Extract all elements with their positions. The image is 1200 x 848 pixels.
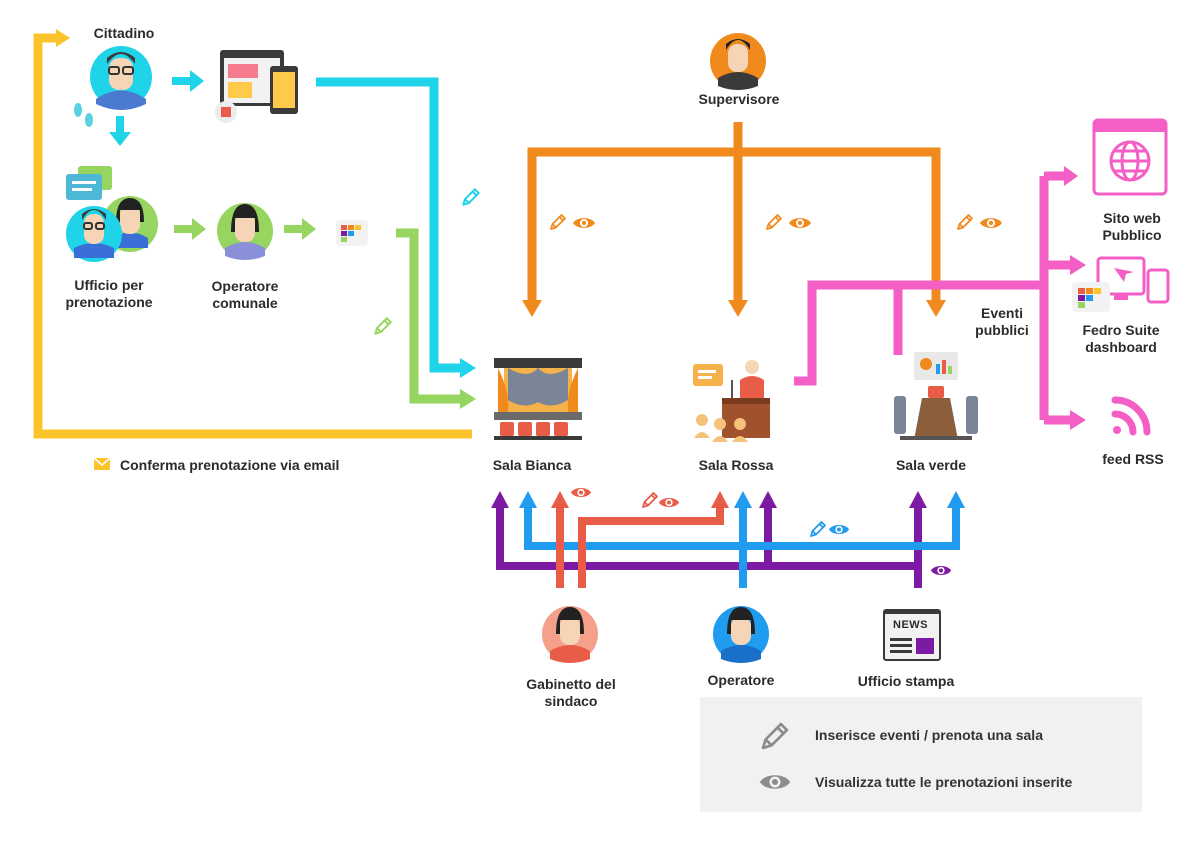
meeting-table-icon xyxy=(894,352,978,440)
sito-web-label: Sito web Pubblico xyxy=(1102,210,1161,244)
ufficio-prenotazione-line1: Ufficio per xyxy=(74,277,144,293)
ufficio-stampa-label: Ufficio stampa xyxy=(857,673,955,689)
eventi-pubblici-label: Eventi pubblici xyxy=(975,305,1029,339)
cyan-flow xyxy=(316,77,462,373)
podium-icon xyxy=(693,360,770,442)
sito-web-line1: Sito web xyxy=(1103,210,1161,226)
pink-arrowheads xyxy=(1064,166,1086,430)
legend-view-label: Visualizza tutte le prenotazioni inserit… xyxy=(815,774,1073,790)
fedro-suite-line1: Fedro Suite xyxy=(1082,322,1160,338)
green-small-arrows xyxy=(174,218,316,240)
eventi-pubblici-line2: pubblici xyxy=(975,322,1029,338)
sala-verde-label: Sala verde xyxy=(895,457,967,473)
cittadino-avatar xyxy=(90,46,152,110)
supervisore-label: Supervisore xyxy=(698,91,780,107)
gabinetto-line1: Gabinetto del xyxy=(526,676,616,692)
newspaper-icon xyxy=(883,609,941,661)
operatore-label: Operatore xyxy=(707,672,775,688)
operatore-comunale-label: Operatore comunale xyxy=(212,278,279,312)
gabinetto-line2: sindaco xyxy=(544,693,598,709)
red-arrowheads xyxy=(551,491,729,508)
green-flow xyxy=(396,228,462,404)
theater-icon xyxy=(494,358,582,440)
cittadino-label: Cittadino xyxy=(93,25,155,41)
legend-panel: Inserisce eventi / prenota una sala Visu… xyxy=(700,697,1142,812)
operatore-comunale-line1: Operatore xyxy=(211,278,279,294)
cyan-small-arrows xyxy=(109,70,204,146)
globe-web-icon xyxy=(1092,118,1168,196)
fedro-logo-icon xyxy=(336,220,368,246)
blue-flow xyxy=(524,508,960,588)
eye-icon xyxy=(759,775,791,789)
eye-icon xyxy=(789,218,811,228)
gabinetto-avatar xyxy=(542,606,598,663)
blue-arrowheads xyxy=(519,491,965,508)
legend-edit-label: Inserisce eventi / prenota una sala xyxy=(815,727,1043,743)
cyan-arrowhead xyxy=(460,358,476,378)
pencil-icon xyxy=(810,521,826,537)
pencil-icon xyxy=(374,317,392,335)
operatore-avatar xyxy=(713,606,769,663)
sala-rossa-label: Sala Rossa xyxy=(698,457,774,473)
feed-rss-label: feed RSS xyxy=(1102,451,1164,467)
footsteps-icon xyxy=(74,103,93,127)
eye-icon xyxy=(570,488,592,497)
fedro-suite-label: Fedro Suite dashboard xyxy=(1082,322,1159,356)
eye-icon xyxy=(573,218,595,228)
eye-icon xyxy=(828,525,850,534)
eye-icon xyxy=(930,566,952,575)
news-label: NEWS xyxy=(893,619,928,631)
web-mobile-icon xyxy=(215,50,298,123)
green-arrowhead xyxy=(460,389,476,409)
ufficio-prenotazione-label: Ufficio per prenotazione xyxy=(65,277,152,311)
sala-bianca-label: Sala Bianca xyxy=(492,457,572,473)
rss-icon xyxy=(1111,396,1151,436)
orange-arrowheads xyxy=(522,300,946,317)
orange-flow xyxy=(527,122,941,300)
envelope-icon xyxy=(93,457,111,470)
pencil-icon xyxy=(761,722,789,750)
yellow-arrowhead xyxy=(56,29,70,47)
purple-flow xyxy=(496,508,922,588)
fedro-suite-line2: dashboard xyxy=(1085,339,1157,355)
pencil-icon xyxy=(550,214,566,230)
ufficio-prenotazione-line2: prenotazione xyxy=(65,294,153,310)
purple-arrowheads xyxy=(491,491,927,508)
operatore-comunale-line2: comunale xyxy=(212,295,278,311)
pencil-icon xyxy=(957,214,973,230)
pink-flow xyxy=(794,171,1072,425)
red-flow xyxy=(556,508,724,588)
email-confirm-label: Conferma prenotazione via email xyxy=(120,457,340,473)
yellow-flow xyxy=(33,33,472,439)
monitor-icon xyxy=(1072,256,1170,312)
pencil-icon xyxy=(462,188,480,206)
operatore-comunale-avatar xyxy=(217,203,273,260)
supervisore-avatar xyxy=(710,33,766,90)
eventi-pubblici-line1: Eventi xyxy=(980,305,1024,321)
sito-web-line2: Pubblico xyxy=(1102,227,1162,243)
eye-icon xyxy=(980,218,1002,228)
ufficio-prenotazione-icon xyxy=(66,166,158,262)
pencil-icon xyxy=(766,214,782,230)
gabinetto-label: Gabinetto del sindaco xyxy=(526,676,615,710)
pencil-icon xyxy=(642,492,658,508)
eye-icon xyxy=(658,498,680,507)
